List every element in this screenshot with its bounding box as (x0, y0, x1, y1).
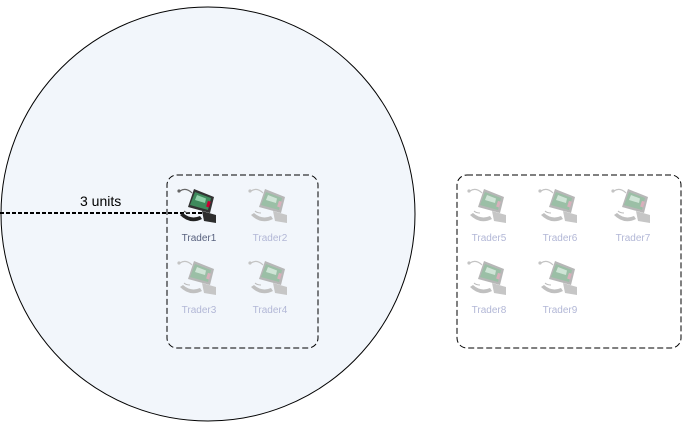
trader-node: Trader2 (237, 185, 303, 249)
trader-node: Trader4 (237, 257, 303, 321)
radius-label: 3 units (80, 193, 122, 209)
trader-label: Trader7 (615, 233, 651, 244)
trader-node: Trader6 (527, 185, 593, 249)
trader-node: Trader7 (600, 185, 666, 249)
trader-label: Trader1 (181, 233, 217, 244)
trader-node: Trader1 (166, 185, 232, 249)
trader-node: Trader9 (527, 257, 593, 321)
trader-label: Trader2 (252, 233, 288, 244)
group-box-1 (166, 174, 319, 349)
group-box-2 (456, 174, 682, 349)
trader-node: Trader8 (456, 257, 522, 321)
trader-node: Trader3 (166, 257, 232, 321)
trader-node: Trader5 (456, 185, 522, 249)
trader-label: Trader8 (471, 305, 507, 316)
trader-label: Trader6 (542, 233, 578, 244)
trader-label: Trader4 (252, 305, 288, 316)
trader-label: Trader5 (471, 233, 507, 244)
trader-label: Trader3 (181, 305, 217, 316)
trader-label: Trader9 (542, 305, 578, 316)
